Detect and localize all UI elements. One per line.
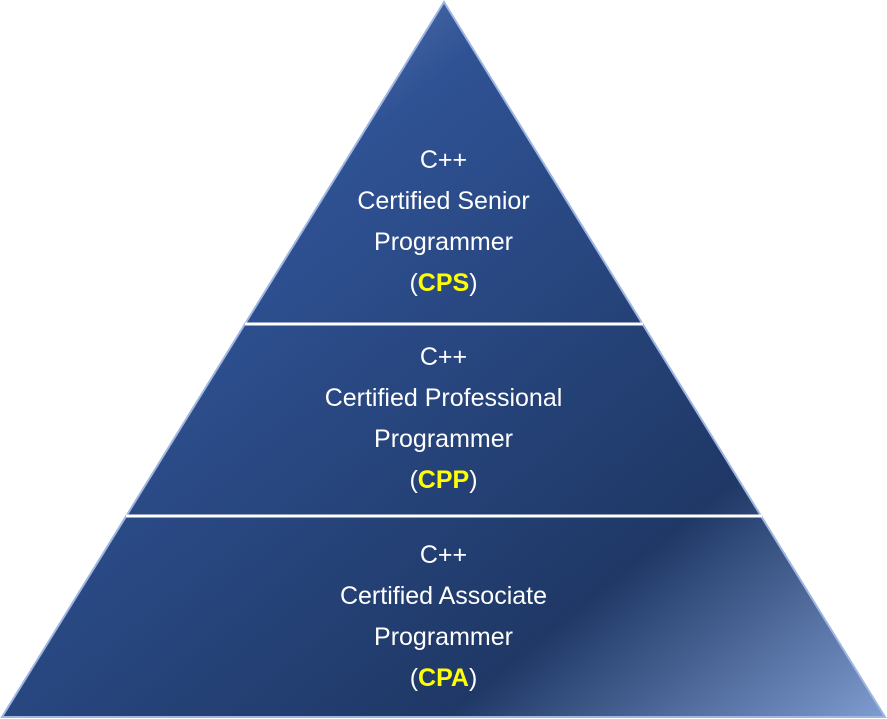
- tier-associate: C++ Certified Associate Programmer (CPA): [0, 535, 887, 699]
- tier-title: Certified Senior: [357, 187, 530, 215]
- tier-language: C++: [419, 541, 468, 569]
- tier-abbr-line: (CPS): [409, 269, 478, 297]
- tier-abbreviation: CPA: [418, 664, 469, 692]
- tier-title-2: Programmer: [374, 425, 513, 453]
- tier-senior: C++ Certified Senior Programmer (CPS): [0, 140, 887, 304]
- tier-abbr-line: (CPA): [409, 664, 478, 692]
- tier-title-2: Programmer: [374, 228, 513, 256]
- tier-title-2: Programmer: [374, 623, 513, 651]
- tier-title: Certified Professional: [324, 384, 563, 412]
- tier-abbr-line: (CPP): [409, 466, 478, 494]
- tier-language: C++: [419, 146, 468, 174]
- tier-language: C++: [419, 343, 468, 371]
- tier-abbreviation: CPS: [417, 269, 470, 297]
- tier-title: Certified Associate: [339, 582, 548, 610]
- tier-abbreviation: CPP: [417, 466, 470, 494]
- tier-professional: C++ Certified Professional Programmer (C…: [0, 337, 887, 501]
